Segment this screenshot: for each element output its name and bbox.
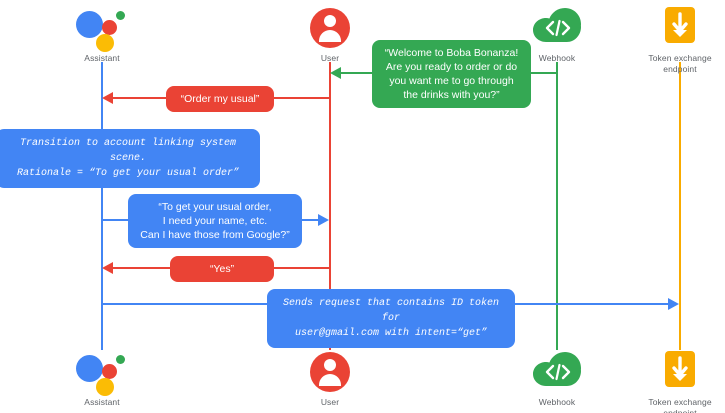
actor-label-assistant: Assistant: [84, 397, 120, 407]
message-note-transition: Transition to account linking system sce…: [0, 129, 260, 188]
user-avatar-icon: [304, 350, 356, 394]
arrowhead-sends-request: [668, 298, 679, 310]
note-line: user@gmail.com with intent=“get”: [294, 328, 488, 339]
actor-token-endpoint-top: Token exchange endpoint: [620, 6, 725, 75]
actor-label-webhook: Webhook: [538, 397, 576, 407]
actor-assistant-bottom: Assistant: [42, 350, 162, 408]
user-circle-shape: [310, 8, 350, 48]
actor-assistant-top: Assistant: [42, 6, 162, 64]
bubble-line: you want me to go through: [389, 75, 514, 87]
actor-label-token-endpoint: Token exchange endpoint: [648, 397, 712, 413]
user-head-shape: [324, 359, 336, 371]
google-assistant-icon: [76, 350, 128, 396]
download-box-icon: [654, 6, 706, 50]
user-body-shape: [319, 30, 341, 42]
assistant-green-dot-icon: [116, 11, 125, 20]
user-head-shape: [324, 15, 336, 27]
message-bubble-need-your-name: “To get your usual order, I need your na…: [128, 194, 302, 248]
actor-webhook-bottom: Webhook: [497, 350, 617, 408]
arrowhead-need-your-name: [318, 214, 329, 226]
message-note-sends-request: Sends request that contains ID token for…: [267, 289, 515, 348]
cloud-code-svg: [533, 352, 581, 386]
lifeline-token-endpoint: [679, 62, 681, 350]
arrowhead-welcome: [330, 67, 341, 79]
lifeline-assistant: [101, 62, 103, 350]
user-circle-shape: [310, 352, 350, 392]
actor-user-top: User: [270, 6, 390, 64]
bubble-line: “Welcome to Boba Bonanza!: [384, 47, 519, 59]
download-box-svg: [665, 351, 695, 387]
cloud-code-icon: [531, 6, 583, 50]
arrowhead-order-my-usual: [102, 92, 113, 104]
lifeline-webhook: [556, 62, 558, 350]
actor-token-endpoint-bottom: Token exchange endpoint: [620, 350, 725, 413]
note-line: Sends request that contains ID token for: [282, 298, 500, 324]
user-avatar-icon: [304, 6, 356, 50]
actor-label-assistant: Assistant: [84, 53, 120, 63]
actor-user-bottom: User: [270, 350, 390, 408]
bubble-line: the drinks with you?”: [403, 89, 500, 101]
cloud-code-icon: [531, 350, 583, 394]
user-body-shape: [319, 374, 341, 386]
assistant-red-dot-icon: [102, 364, 117, 379]
bubble-line: Are you ready to order or do: [385, 61, 518, 73]
actor-label-user: User: [320, 397, 340, 407]
bubble-line: “Order my usual”: [180, 93, 260, 105]
message-bubble-welcome: “Welcome to Boba Bonanza! Are you ready …: [372, 40, 531, 108]
actor-label-webhook: Webhook: [538, 53, 576, 63]
cloud-code-svg: [533, 8, 581, 42]
assistant-blue-dot-icon: [76, 355, 103, 382]
assistant-green-dot-icon: [116, 355, 125, 364]
google-assistant-icon: [76, 6, 128, 52]
assistant-yellow-dot-icon: [96, 34, 114, 52]
message-bubble-order-my-usual: “Order my usual”: [166, 86, 274, 112]
actor-label-user: User: [320, 53, 340, 63]
download-box-icon: [654, 350, 706, 394]
bubble-line: I need your name, etc.: [162, 215, 268, 227]
message-bubble-yes: “Yes”: [170, 256, 274, 282]
arrowhead-yes: [102, 262, 113, 274]
bubble-line: “To get your usual order,: [158, 201, 272, 213]
actor-webhook-top: Webhook: [497, 6, 617, 64]
note-line: Transition to account linking system sce…: [19, 138, 237, 164]
bubble-line: “Yes”: [209, 263, 235, 275]
assistant-blue-dot-icon: [76, 11, 103, 38]
assistant-yellow-dot-icon: [96, 378, 114, 396]
lifeline-user: [329, 62, 331, 350]
bubble-line: Can I have those from Google?”: [140, 229, 290, 241]
assistant-red-dot-icon: [102, 20, 117, 35]
note-line: Rationale = “To get your usual order”: [16, 168, 240, 179]
download-box-svg: [665, 7, 695, 43]
actor-label-token-endpoint: Token exchange endpoint: [648, 53, 712, 74]
